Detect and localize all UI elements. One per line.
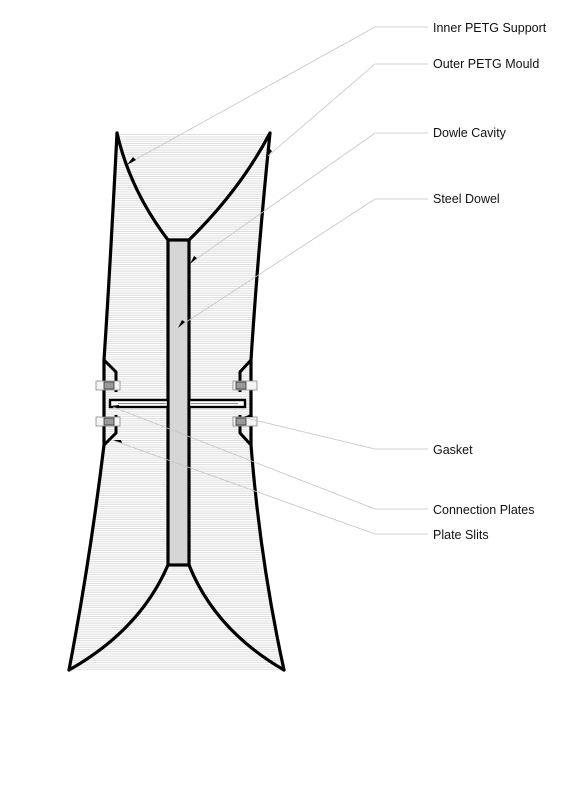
inner-support-top-left: [115, 131, 170, 242]
leader-lines: [112, 26, 428, 535]
label-plate-slits: Plate Slits: [433, 528, 489, 542]
dowel-cavity-outline: [166, 238, 191, 567]
leader-arrowheads: [111, 148, 272, 443]
label-connection-plates: Connection Plates: [433, 503, 535, 517]
outer-mould-right-wall: [249, 131, 286, 672]
label-inner-petg-support: Inner PETG Support: [433, 21, 547, 35]
inner-support-bottom-right: [187, 563, 286, 672]
leader-inner-petg-support: [128, 26, 428, 164]
label-steel-dowel: Steel Dowel: [433, 192, 500, 206]
steel-dowel: [166, 238, 191, 567]
outer-mould-left-wall: [67, 131, 119, 672]
gaskets: [95, 380, 258, 427]
inner-support-bottom-left: [67, 563, 170, 672]
leader-outer-petg-mould: [267, 63, 428, 157]
outer-petg-mould: [67, 131, 286, 672]
leader-dowle-cavity: [191, 132, 428, 263]
leader-plate-slits: [114, 440, 428, 535]
leader-gasket: [245, 417, 428, 450]
label-gasket: Gasket: [433, 443, 473, 457]
inner-petg-support: [67, 131, 286, 672]
leader-steel-dowel: [179, 198, 428, 327]
inner-support-top-right: [187, 131, 272, 242]
leader-connection-plates: [112, 406, 428, 510]
label-outer-petg-mould: Outer PETG Mould: [433, 57, 540, 71]
label-dowle-cavity: Dowle Cavity: [433, 126, 506, 140]
